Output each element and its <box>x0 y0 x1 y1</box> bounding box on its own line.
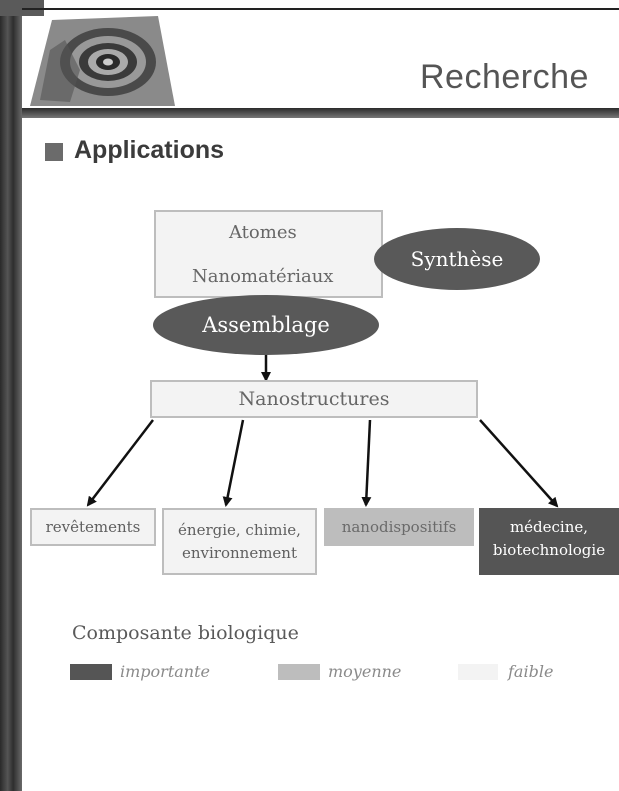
header-bar <box>22 108 619 118</box>
nanodispositifs-label: nanodispositifs <box>341 518 457 536</box>
legend-swatch-moyenne <box>278 664 320 680</box>
synthese-ellipse: Synthèse <box>374 228 540 290</box>
synthese-label: Synthèse <box>410 247 504 271</box>
section-bullet-icon <box>45 143 63 161</box>
energie-label-line1: énergie, chimie, <box>178 521 301 539</box>
atomes-nanomateriaux-box <box>154 210 383 298</box>
medecine-label-line2: biotechnologie <box>492 541 606 559</box>
energie-label-line2: environnement <box>182 544 297 562</box>
arrow-to-medecine <box>479 419 559 508</box>
section-title: Applications <box>74 136 225 164</box>
assemblage-label: Assemblage <box>202 313 330 337</box>
revetements-box: revêtements <box>30 508 156 546</box>
legend-title: Composante biologique <box>72 622 299 644</box>
medecine-box: médecine, biotechnologie <box>479 508 619 575</box>
assemblage-ellipse: Assemblage <box>153 295 379 355</box>
nanomateriaux-label: Nanomatériaux <box>192 266 334 287</box>
medecine-label-line1: médecine, <box>509 518 589 536</box>
atomes-label: Atomes <box>229 222 297 243</box>
nanostructures-label: Nanostructures <box>238 388 390 410</box>
revetements-label: revêtements <box>45 518 141 536</box>
legend-label-moyenne: moyenne <box>328 662 402 681</box>
nanodispositifs-box: nanodispositifs <box>324 508 474 546</box>
page-title: Recherche <box>420 58 589 96</box>
legend-swatch-faible <box>458 664 498 680</box>
energie-chimie-box: énergie, chimie, environnement <box>162 508 317 575</box>
legend-label-faible: faible <box>508 662 554 681</box>
arrow-to-nanodispositifs <box>361 419 372 507</box>
legend-swatch-importante <box>70 664 112 680</box>
nanostructures-box: Nanostructures <box>150 380 478 418</box>
left-sidebar-bar <box>0 0 22 791</box>
arrow-to-revetements <box>86 419 154 507</box>
spiral-logo-icon <box>30 10 175 108</box>
arrow-to-energie <box>222 419 245 507</box>
top-divider <box>22 8 619 10</box>
legend-label-importante: importante <box>120 662 210 681</box>
